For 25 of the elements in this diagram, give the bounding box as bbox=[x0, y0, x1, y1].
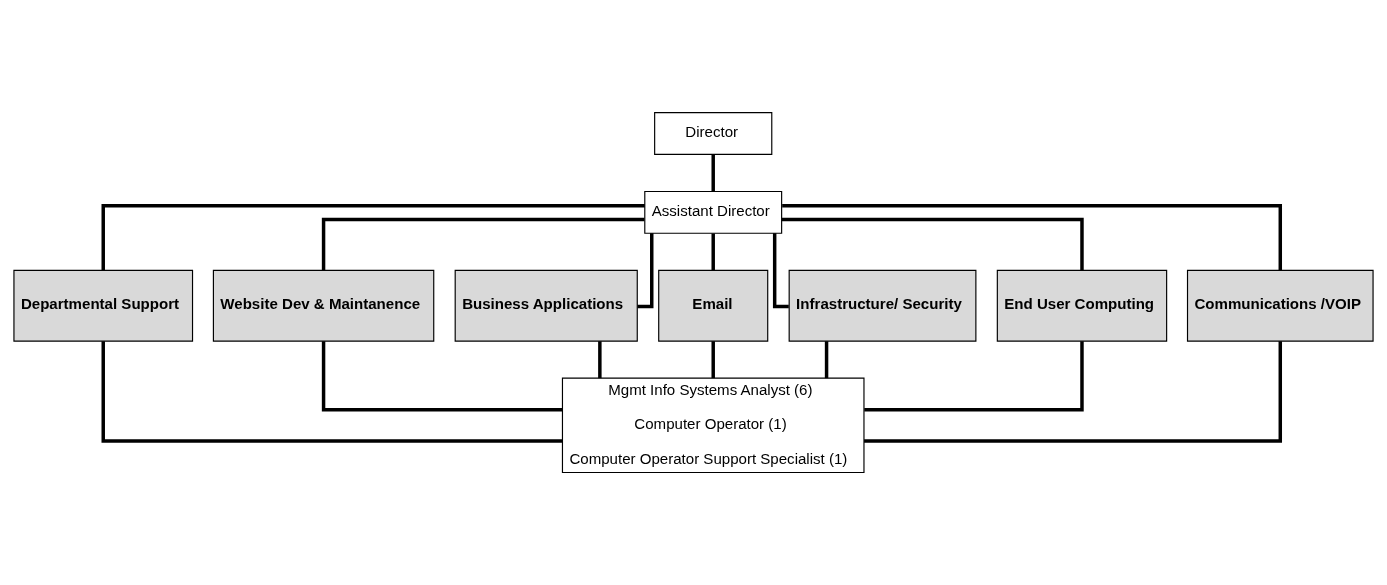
node-box: Email bbox=[658, 269, 769, 342]
node-box: Infrastructure/ Security bbox=[788, 269, 977, 342]
connector bbox=[864, 341, 1084, 412]
connector bbox=[598, 341, 602, 379]
connector bbox=[781, 217, 1084, 271]
node-box: Business Applications bbox=[454, 269, 638, 342]
node-box: Mgmt Info Systems Analyst (6) Computer Operator (1) Computer Operator Support Specialist (1) bbox=[561, 377, 865, 474]
connector bbox=[321, 341, 562, 412]
connector bbox=[711, 341, 715, 379]
connector bbox=[824, 341, 829, 379]
connector bbox=[864, 341, 1282, 443]
node-box: Assistant Director bbox=[644, 190, 783, 234]
connector bbox=[101, 341, 563, 443]
connector bbox=[782, 203, 1282, 271]
connector bbox=[711, 154, 715, 192]
node-box: Communications /VOIP bbox=[1186, 269, 1374, 342]
node-box: Director bbox=[654, 112, 773, 155]
connector bbox=[321, 217, 645, 271]
connector bbox=[101, 203, 645, 271]
node-box: Departmental Support bbox=[13, 269, 194, 342]
node-box: Website Dev & Maintanence bbox=[212, 269, 435, 342]
connector bbox=[772, 233, 789, 309]
connector bbox=[711, 233, 715, 271]
node-box: End User Computing bbox=[996, 269, 1168, 342]
connector bbox=[637, 233, 654, 309]
